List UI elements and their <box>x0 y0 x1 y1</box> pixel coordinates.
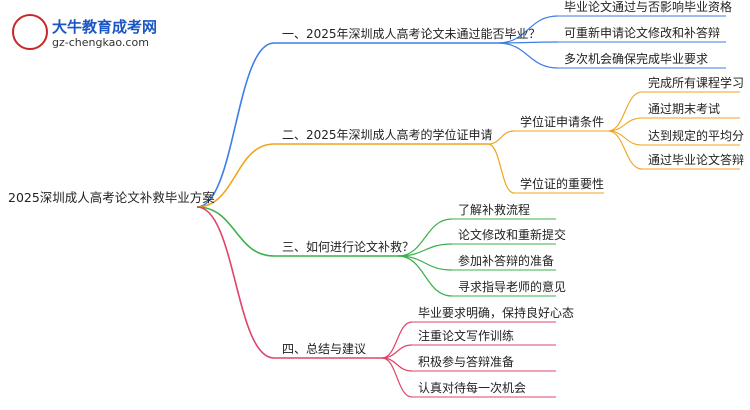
child-connector-4-4 <box>381 357 413 398</box>
grandchild-connector-1 <box>607 91 643 132</box>
grandchild-node-1[interactable]: 完成所有课程学习 <box>648 76 745 90</box>
branch-connector-3 <box>196 206 275 257</box>
root-node[interactable]: 2025深圳成人高考论文补救毕业方案 <box>8 190 215 205</box>
child-node-4-3[interactable]: 积极参与答辩准备 <box>418 355 515 369</box>
grandchild-node-4[interactable]: 通过毕业论文答辩 <box>648 153 745 167</box>
branch-connector-4 <box>196 206 275 359</box>
child-node-1-2[interactable]: 可重新申请论文修改和补答辩 <box>564 26 721 40</box>
child-connector-3-3 <box>397 255 453 271</box>
branch-node-4[interactable]: 四、总结与建议 <box>282 342 367 356</box>
child-node-3-4[interactable]: 寻求指导老师的意见 <box>458 280 567 294</box>
logo-url: gz-chengkao.com <box>52 36 149 49</box>
logo-title: 大牛教育成考网 <box>52 18 158 36</box>
child-node-3-2[interactable]: 论文修改和重新提交 <box>458 228 567 242</box>
branch-connector-2 <box>196 143 275 208</box>
child-node-2-1[interactable]: 学位证申请条件 <box>520 115 605 129</box>
grandchild-connector-4 <box>607 130 643 170</box>
child-node-4-2[interactable]: 注重论文写作训练 <box>418 329 515 343</box>
child-node-2-2[interactable]: 学位证的重要性 <box>520 177 605 191</box>
child-connector-1-1 <box>497 15 559 44</box>
child-connector-2-2 <box>487 143 515 194</box>
grandchild-node-3[interactable]: 达到规定的平均分 <box>648 129 745 143</box>
grandchild-connector-3 <box>607 130 643 146</box>
child-node-1-1[interactable]: 毕业论文通过与否影响毕业资格 <box>564 0 733 14</box>
grandchild-connector-2 <box>607 117 643 132</box>
child-node-1-3[interactable]: 多次机会确保完成毕业要求 <box>564 52 709 66</box>
child-connector-4-1 <box>381 321 413 359</box>
branch-node-1[interactable]: 一、2025年深圳成人高考论文未通过能否毕业？ <box>282 27 541 41</box>
child-node-3-3[interactable]: 参加补答辩的准备 <box>458 254 555 268</box>
child-connector-1-3 <box>497 42 559 69</box>
child-node-4-4[interactable]: 认真对待每一次机会 <box>418 381 527 395</box>
child-connector-4-2 <box>381 344 413 359</box>
branch-connector-1 <box>196 42 275 208</box>
child-connector-3-2 <box>397 243 453 257</box>
branch-node-3[interactable]: 三、如何进行论文补救？ <box>282 240 415 254</box>
child-connector-3-1 <box>397 218 453 257</box>
branch-node-2[interactable]: 二、2025年深圳成人高考的学位证申请 <box>282 128 493 142</box>
logo-mascot-icon <box>12 14 48 50</box>
child-node-3-1[interactable]: 了解补救流程 <box>458 203 531 217</box>
child-connector-2-1 <box>487 130 515 145</box>
grandchild-node-2[interactable]: 通过期末考试 <box>648 102 721 116</box>
site-logo[interactable]: 大牛教育成考网 gz-chengkao.com <box>12 14 162 52</box>
child-connector-3-4 <box>397 255 453 297</box>
child-node-4-1[interactable]: 毕业要求明确，保持良好心态 <box>418 306 575 320</box>
